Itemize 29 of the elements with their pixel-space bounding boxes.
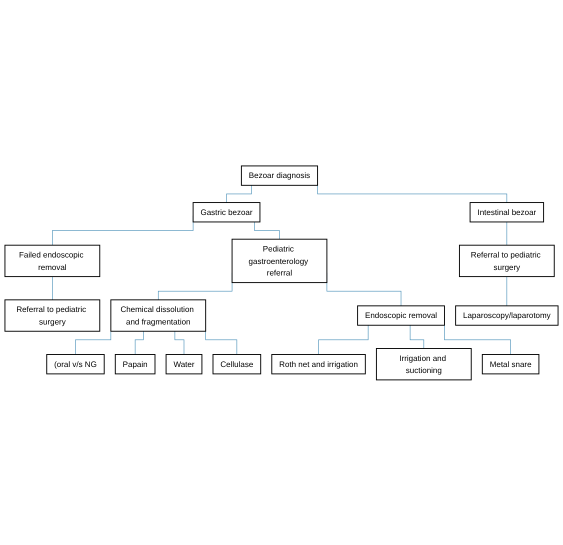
connector — [174, 330, 184, 354]
node-box: Laparoscopy/laparotomy — [455, 304, 559, 326]
node-box: Cellulase — [212, 354, 262, 374]
connector — [205, 330, 238, 354]
node-box: Chemical dissolution and fragmentation — [110, 298, 206, 332]
connector — [52, 276, 53, 300]
connector — [410, 324, 424, 348]
connector — [75, 328, 112, 354]
node-box: Gastric bezoar — [192, 202, 260, 222]
node-box: Referral to pediatric surgery — [4, 298, 100, 332]
node-box: Metal snare — [482, 354, 540, 374]
node-box: (oral v/s NG — [46, 354, 105, 374]
node-box: Bezoar diagnosis — [240, 165, 318, 186]
node-box: Irrigation and suctioning — [376, 348, 472, 380]
node-box: Referral to pediatric surgery — [458, 244, 555, 277]
connector — [506, 276, 508, 306]
node-box: Papain — [114, 354, 156, 374]
node-box: Roth net and irrigation — [271, 354, 366, 374]
node-box: Pediatric gastroenterology referral — [232, 238, 328, 283]
connector — [506, 221, 508, 246]
node-box: Endoscopic removal — [357, 304, 445, 326]
connector — [134, 330, 144, 354]
node-box: Water — [166, 354, 202, 374]
connector — [226, 184, 252, 202]
connector — [444, 324, 511, 354]
connector — [254, 221, 280, 240]
node-box: Intestinal bezoar — [470, 202, 544, 222]
connector — [318, 324, 368, 354]
node-box: Failed endoscopic removal — [4, 244, 100, 277]
